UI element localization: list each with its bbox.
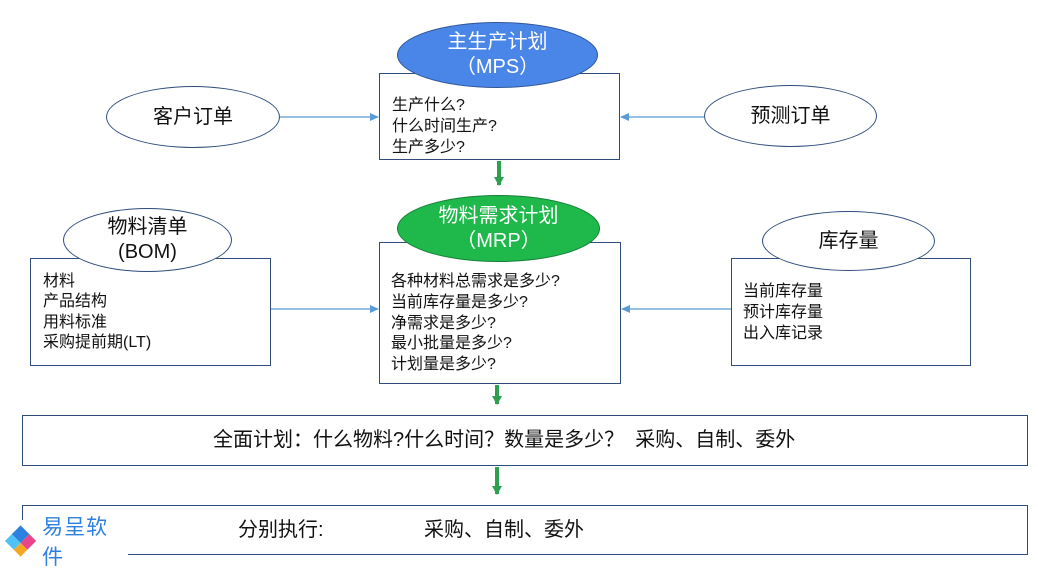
bom-item: 采购提前期(LT) bbox=[43, 333, 152, 351]
mrp-title: 物料需求计划 bbox=[438, 204, 559, 227]
bom-item-list: 材料 产品结构 用料标准 采购提前期(LT) bbox=[43, 272, 151, 353]
mps-subtitle: （MPS） bbox=[455, 56, 540, 78]
inventory-item: 出入库记录 bbox=[743, 325, 824, 342]
mrp-question: 最小批量是多少? bbox=[391, 335, 512, 353]
bom-subtitle: (BOM) bbox=[118, 241, 177, 263]
execution-label: 分别执行: bbox=[238, 519, 324, 541]
inventory-item: 当前库存量 bbox=[743, 283, 824, 300]
mrp-question: 各种材料总需求是多少? bbox=[391, 273, 560, 290]
overall-plan-text: 全面计划：什么物料?什么时间？数量是多少？ 采购、自制、委外 bbox=[213, 429, 796, 451]
inventory-item: 预计库存量 bbox=[743, 304, 824, 321]
inventory-node: 库存量 bbox=[762, 211, 935, 271]
mrp-node: 物料需求计划 （MRP） bbox=[397, 195, 600, 262]
bom-item: 用料标准 bbox=[43, 313, 108, 331]
mrp-subtitle: （MRP） bbox=[456, 229, 541, 252]
inventory-item-list: 当前库存量 预计库存量 出入库记录 bbox=[743, 281, 823, 344]
mrp-question: 当前库存量是多少? bbox=[391, 293, 528, 311]
mrp-question: 计划量是多少? bbox=[391, 356, 496, 374]
mrp-question-box bbox=[379, 242, 621, 384]
mrp-question-list: 各种材料总需求是多少? 当前库存量是多少? 净需求是多少? 最小批量是多少? 计… bbox=[391, 272, 560, 376]
logo-text: 易呈软件 bbox=[42, 515, 109, 569]
diamond-logo-icon bbox=[4, 524, 37, 557]
customer-order-node: 客户订单 bbox=[106, 86, 280, 148]
execution-box bbox=[22, 505, 1028, 555]
inventory-item-box bbox=[731, 258, 971, 366]
mps-question: 生产什么? bbox=[392, 97, 465, 114]
bom-title: 物料清单 bbox=[107, 216, 188, 238]
mps-title: 主生产计划 bbox=[447, 31, 548, 53]
bom-item: 产品结构 bbox=[43, 293, 108, 311]
bom-item: 材料 bbox=[43, 273, 76, 290]
customer-order-label: 客户订单 bbox=[153, 105, 233, 128]
execution-methods: 采购、自制、委外 bbox=[424, 519, 584, 541]
logo: 易呈软件 bbox=[0, 516, 128, 569]
inventory-title: 库存量 bbox=[818, 229, 879, 252]
mps-question: 什么时间生产? bbox=[392, 118, 497, 135]
bom-item-box bbox=[30, 258, 271, 366]
forecast-order-node: 预测订单 bbox=[704, 85, 877, 147]
bom-node: 物料清单 (BOM) bbox=[63, 208, 232, 272]
forecast-order-label: 预测订单 bbox=[750, 104, 831, 127]
mps-question: 生产多少? bbox=[392, 139, 465, 156]
mrp-question: 净需求是多少? bbox=[391, 314, 496, 332]
overall-plan-box bbox=[22, 415, 1028, 466]
mps-question-list: 生产什么? 什么时间生产? 生产多少? bbox=[392, 95, 497, 158]
mps-node: 主生产计划 （MPS） bbox=[397, 22, 598, 88]
